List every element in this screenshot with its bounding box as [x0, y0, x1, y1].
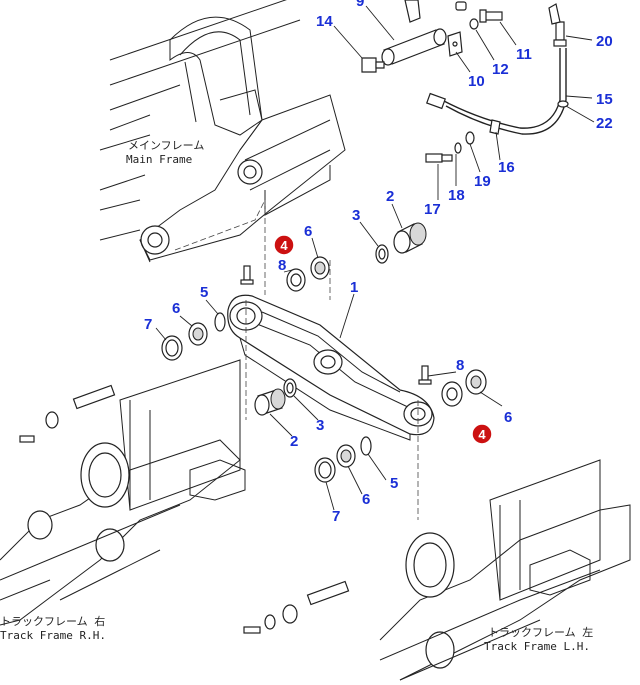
callout-20: 20: [596, 33, 613, 50]
leader-lines: [155, 5, 595, 511]
clamp-22: [557, 100, 569, 108]
bushing-4-lower: [441, 381, 463, 407]
grease-fitting-20: [548, 3, 567, 47]
seal-6-lower: [336, 444, 356, 468]
plate-top: [404, 0, 421, 23]
bushing-2-lower: [254, 388, 286, 416]
pin-9: [381, 28, 447, 66]
callout-8-lower: 8: [456, 357, 464, 374]
callout-8-upper: 8: [278, 257, 286, 274]
callout-11: 11: [516, 46, 532, 63]
callout-5-lower: 5: [390, 475, 398, 492]
main-frame: [99, 0, 346, 263]
seal-6-left: [188, 322, 208, 346]
callout-6-upper: 6: [304, 223, 312, 240]
bolt-11: [479, 9, 503, 23]
washer-18: [454, 142, 462, 154]
grease-fitting-8-upper: [240, 265, 254, 285]
track-frame-rh: [0, 359, 246, 626]
track-rh-jp-caption: トラックフレーム 右: [0, 614, 105, 628]
callout-7-lower: 7: [332, 508, 340, 525]
grease-hose: [426, 48, 567, 135]
callout-5-left: 5: [200, 284, 208, 301]
callout-18: 18: [448, 187, 465, 204]
callout-3-upper: 3: [352, 207, 360, 224]
callout-12: 12: [492, 61, 509, 78]
callout-22: 22: [596, 115, 613, 132]
main-frame-jp-caption: メインフレーム: [128, 139, 204, 152]
seal-7-lower: [314, 457, 336, 483]
callout-17: 17: [424, 201, 441, 218]
washer-top-small: [455, 1, 467, 11]
seal-6-upper: [310, 256, 330, 280]
highlight-callout-4-lower: 4: [471, 423, 493, 445]
callout-7-left: 7: [144, 316, 152, 333]
ring-3-lower: [283, 378, 297, 398]
callout-2-lower: 2: [290, 433, 298, 450]
track-rh-en-caption: Track Frame R.H.: [0, 629, 106, 642]
grease-fitting-8-lower: [418, 365, 432, 385]
callout-2-upper: 2: [386, 188, 394, 205]
clamp-16: [489, 119, 501, 135]
callout-9: 9: [356, 0, 364, 10]
callout-6-lower-right: 6: [504, 409, 512, 426]
callout-6-lower: 6: [362, 491, 370, 508]
ring-5-left: [214, 312, 226, 332]
plate-10: [447, 31, 463, 57]
callout-15: 15: [596, 91, 613, 108]
bushing-4-upper: [286, 268, 306, 292]
track-frame-lh: [243, 459, 631, 681]
ring-3-upper: [375, 244, 389, 264]
seal-7-left: [161, 335, 183, 361]
callout-16: 16: [498, 159, 515, 176]
callout-1: 1: [350, 279, 358, 296]
highlight-callout-4-upper: 4: [273, 234, 295, 256]
callout-14: 14: [316, 13, 333, 30]
bolt-17: [425, 153, 453, 163]
elbow-14: [361, 57, 385, 73]
callout-6-left: 6: [172, 300, 180, 317]
equalizer-bar: [227, 294, 435, 441]
track-lh-en-caption: Track Frame L.H.: [484, 640, 590, 653]
washer-19: [465, 131, 475, 145]
callout-19: 19: [474, 173, 491, 190]
highlight-4-upper-label: 4: [280, 238, 288, 253]
callout-3-lower: 3: [316, 417, 324, 434]
callout-10: 10: [468, 73, 485, 90]
highlight-4-lower-label: 4: [478, 427, 486, 442]
washer-12: [469, 18, 479, 30]
track-lh-jp-caption: トラックフレーム 左: [488, 626, 593, 639]
seal-6-lower-right: [465, 369, 487, 395]
ring-5-lower: [360, 436, 372, 456]
main-frame-en-caption: Main Frame: [126, 153, 192, 166]
bushing-2-upper: [393, 222, 427, 254]
